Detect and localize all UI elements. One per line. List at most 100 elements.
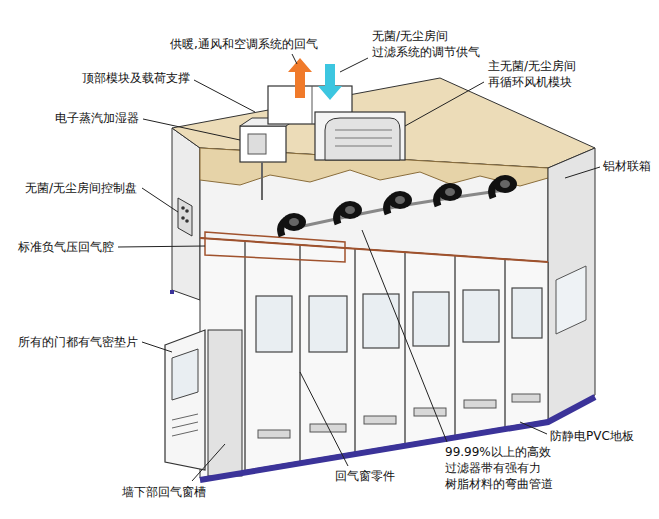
leader-lines	[142, 188, 178, 212]
humidifier	[261, 162, 263, 200]
recirculation-fan-module	[325, 118, 400, 160]
fan-unit	[289, 218, 299, 226]
control-panel	[181, 206, 185, 210]
leader-lines	[340, 58, 368, 72]
return-air-arrow	[288, 58, 312, 98]
fan-unit	[445, 188, 455, 196]
recirculation-fan-module	[315, 112, 405, 160]
panel-dividers	[504, 259, 506, 427]
doorway	[208, 330, 242, 476]
panel-dividers	[299, 245, 301, 461]
left-end-wall	[172, 128, 200, 300]
callout-label: 顶部模块及载荷支撑	[82, 70, 190, 86]
panel-dividers	[354, 249, 356, 452]
control-panel	[181, 216, 185, 220]
return-air-slots	[464, 400, 496, 408]
open-door	[165, 330, 205, 470]
fan-unit	[493, 175, 517, 193]
callout-label: 墙下部回气窗槽	[122, 484, 206, 500]
callout-label: 主无菌/无尘房间 再循环风机模块	[488, 58, 600, 90]
recirculation-fan-module	[335, 146, 392, 147]
return-air-arrow	[288, 58, 312, 98]
open-door	[172, 414, 198, 420]
fan-duct	[294, 190, 505, 228]
fan-unit	[500, 180, 510, 188]
open-door	[165, 330, 205, 470]
fan-unit	[388, 191, 412, 209]
wall-windows	[256, 296, 292, 352]
fan-unit	[282, 213, 306, 231]
wall-windows	[309, 296, 347, 352]
leader-lines	[292, 54, 297, 64]
leader-lines	[565, 167, 600, 178]
control-panel	[185, 219, 189, 223]
return-air-slots	[414, 408, 446, 416]
leader-lines	[194, 80, 255, 112]
control-panel	[185, 209, 189, 213]
recirculation-fan-module	[335, 138, 392, 139]
callout-label: 无菌/无尘房间控制盘	[25, 180, 137, 196]
leader-lines	[143, 119, 240, 140]
right-end-wall	[556, 266, 586, 334]
callout-label: 防静电PVC地板	[550, 428, 634, 444]
wall-windows	[256, 288, 542, 352]
return-air-slots	[258, 430, 290, 438]
fan-unit	[337, 201, 362, 224]
return-air-slots	[364, 416, 396, 424]
return-air-chamber	[205, 232, 345, 262]
panel-dividers	[244, 241, 246, 470]
callout-label: 供暖,通风和空调系统的回气	[170, 36, 318, 52]
recirculation-fan-module	[315, 112, 405, 160]
callout-label: 铝材联箱	[603, 158, 651, 174]
leader-lines	[192, 444, 225, 481]
open-door	[172, 422, 198, 428]
fan-unit	[345, 206, 355, 214]
panel-dividers	[404, 252, 406, 444]
callout-label: 所有的门都有气密垫片	[18, 334, 138, 350]
return-air-chamber	[205, 232, 345, 262]
top-rail	[200, 238, 548, 262]
open-door	[172, 349, 198, 400]
fan-unit	[281, 213, 306, 236]
leader-lines	[300, 372, 348, 466]
leader-lines	[118, 54, 600, 481]
wall-windows	[363, 294, 399, 348]
callout-label: 电子蒸汽加湿器	[55, 110, 139, 126]
humidifier	[240, 118, 298, 200]
panel-dividers	[454, 256, 456, 435]
supply-air-arrow	[318, 64, 342, 100]
fan-unit	[387, 191, 412, 214]
return-air-slots	[512, 394, 540, 402]
wall-windows	[512, 288, 542, 338]
fan-unit	[437, 183, 462, 206]
callout-label: 回气窗零件	[335, 468, 395, 484]
right-end-wall	[548, 148, 595, 420]
humidifier	[248, 134, 266, 154]
fan-unit	[492, 175, 517, 198]
top-rail	[200, 238, 548, 262]
recirculation-fan-module	[335, 130, 392, 131]
open-door	[172, 430, 198, 436]
leader-lines	[362, 230, 447, 442]
front-wall	[200, 238, 548, 478]
leader-lines	[118, 246, 205, 247]
left-end-wall	[172, 128, 200, 300]
right-end-wall	[548, 148, 595, 420]
doorway	[208, 330, 242, 476]
callout-label: 99.99%以上的高效 过滤器带有强有力 树脂材料的弯曲管道	[445, 444, 567, 492]
fan-unit	[438, 183, 462, 201]
supply-air-arrow	[318, 64, 342, 100]
fan-unit	[395, 196, 405, 204]
front-wall	[200, 238, 548, 478]
callout-label: 无菌/无尘房间 过滤系统的调节供气	[372, 28, 490, 60]
air-duct-box	[312, 86, 313, 124]
wall-windows	[413, 292, 449, 346]
base-rail	[170, 290, 174, 294]
return-air-slots	[310, 424, 346, 432]
callout-label: 标准负气压回气腔	[18, 239, 114, 255]
fan-duct	[294, 190, 505, 228]
leader-lines	[520, 422, 547, 434]
leader-lines	[405, 82, 484, 126]
